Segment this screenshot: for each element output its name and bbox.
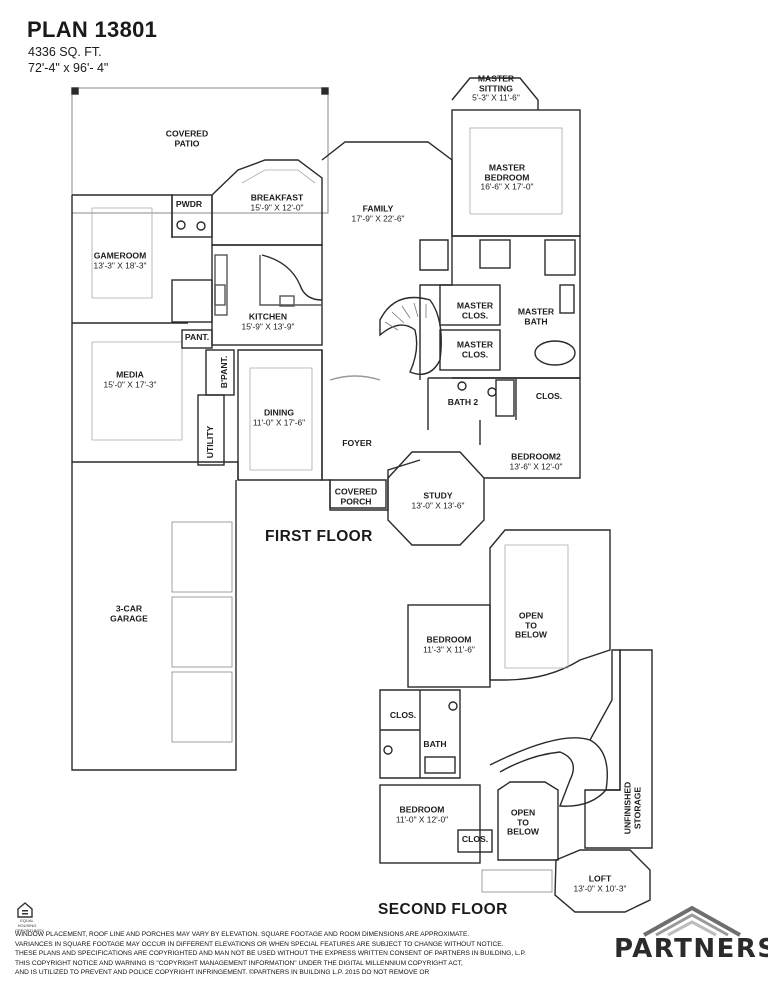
room-open-to-below-2: OPEN TO BELOW: [507, 807, 539, 837]
room-garage: 3-CAR GARAGE: [110, 603, 148, 623]
room-covered-porch: COVERED PORCH: [334, 486, 378, 506]
equal-housing-icon: [17, 902, 33, 918]
room-foyer: FOYER: [342, 438, 372, 449]
disclaimer-line: AND IS UTILIZED TO PREVENT AND POLICE CO…: [15, 969, 430, 977]
covered-patio-outline: [71, 87, 329, 214]
disclaimer-line: THESE PLANS AND SPECIFICATIONS ARE COPYR…: [15, 950, 526, 958]
room-upper-bath: BATH: [423, 739, 447, 750]
room-utility: UTILITY: [205, 425, 216, 459]
room-pwdr: PWDR: [175, 199, 203, 210]
second-floor-label: SECOND FLOOR: [378, 901, 508, 918]
room-master-clos-1: MASTER CLOS.: [456, 300, 494, 320]
room-pant: PANT.: [184, 332, 210, 343]
plan-dimensions: 72'-4" x 96'- 4": [28, 61, 109, 75]
master-sitting-bay: [451, 77, 539, 110]
upper-curved-stair: [489, 737, 608, 807]
upper-bedroom2-outline: [379, 784, 481, 864]
room-master-bath: MASTER BATH: [517, 306, 555, 326]
curved-stair: [379, 296, 442, 375]
disclaimer-line: THIS COPYRIGHT NOTICE AND WARNING IS "CO…: [15, 959, 463, 967]
room-unfinished-storage: UNFINISHED STORAGE: [622, 781, 642, 835]
plan-area: 4336 SQ. FT.: [28, 45, 102, 59]
family-walls: [321, 141, 453, 380]
disclaimer-line: WINDOW PLACEMENT, ROOF LINE AND PORCHES …: [15, 931, 470, 938]
room-clos: CLOS.: [535, 391, 563, 402]
upper-bath-walls: [379, 689, 461, 779]
kitchen-outline: [211, 244, 323, 346]
bath2-walls: [427, 377, 581, 479]
room-bath-2: BATH 2: [447, 397, 479, 408]
disclaimer-line: VARIANCES IN SQUARE FOOTAGE MAY OCCUR IN…: [15, 940, 504, 948]
open-to-below-2: [497, 781, 559, 861]
unfinished-storage-outline: [584, 649, 653, 849]
room-upper-clos-1: CLOS.: [389, 710, 417, 721]
room-covered-patio: COVERED PATIO: [165, 128, 209, 148]
foyer-walls: [321, 350, 421, 511]
room-open-to-below-1: OPEN TO BELOW: [515, 610, 547, 640]
brand-logo-text: PARTNERS: [614, 934, 768, 964]
upper-bedroom1-outline: [407, 604, 491, 688]
house-roof-icon: [643, 905, 741, 937]
room-b-pant: B'PANT.: [219, 355, 230, 389]
equal-housing-text: EQUAL HOUSING OPPORTUNITY: [15, 918, 44, 933]
open-to-below-upper: [489, 529, 611, 681]
room-upper-clos-2: CLOS.: [461, 834, 489, 845]
plan-title: PLAN 13801: [27, 17, 158, 42]
loft-outline: [554, 849, 651, 913]
study-octagon: [387, 451, 485, 546]
disclaimer: WINDOW PLACEMENT, ROOF LINE AND PORCHES …: [15, 930, 535, 978]
garage-walls: [71, 462, 237, 771]
room-master-clos-2: MASTER CLOS.: [456, 339, 494, 359]
first-floor-label: FIRST FLOOR: [265, 528, 373, 545]
